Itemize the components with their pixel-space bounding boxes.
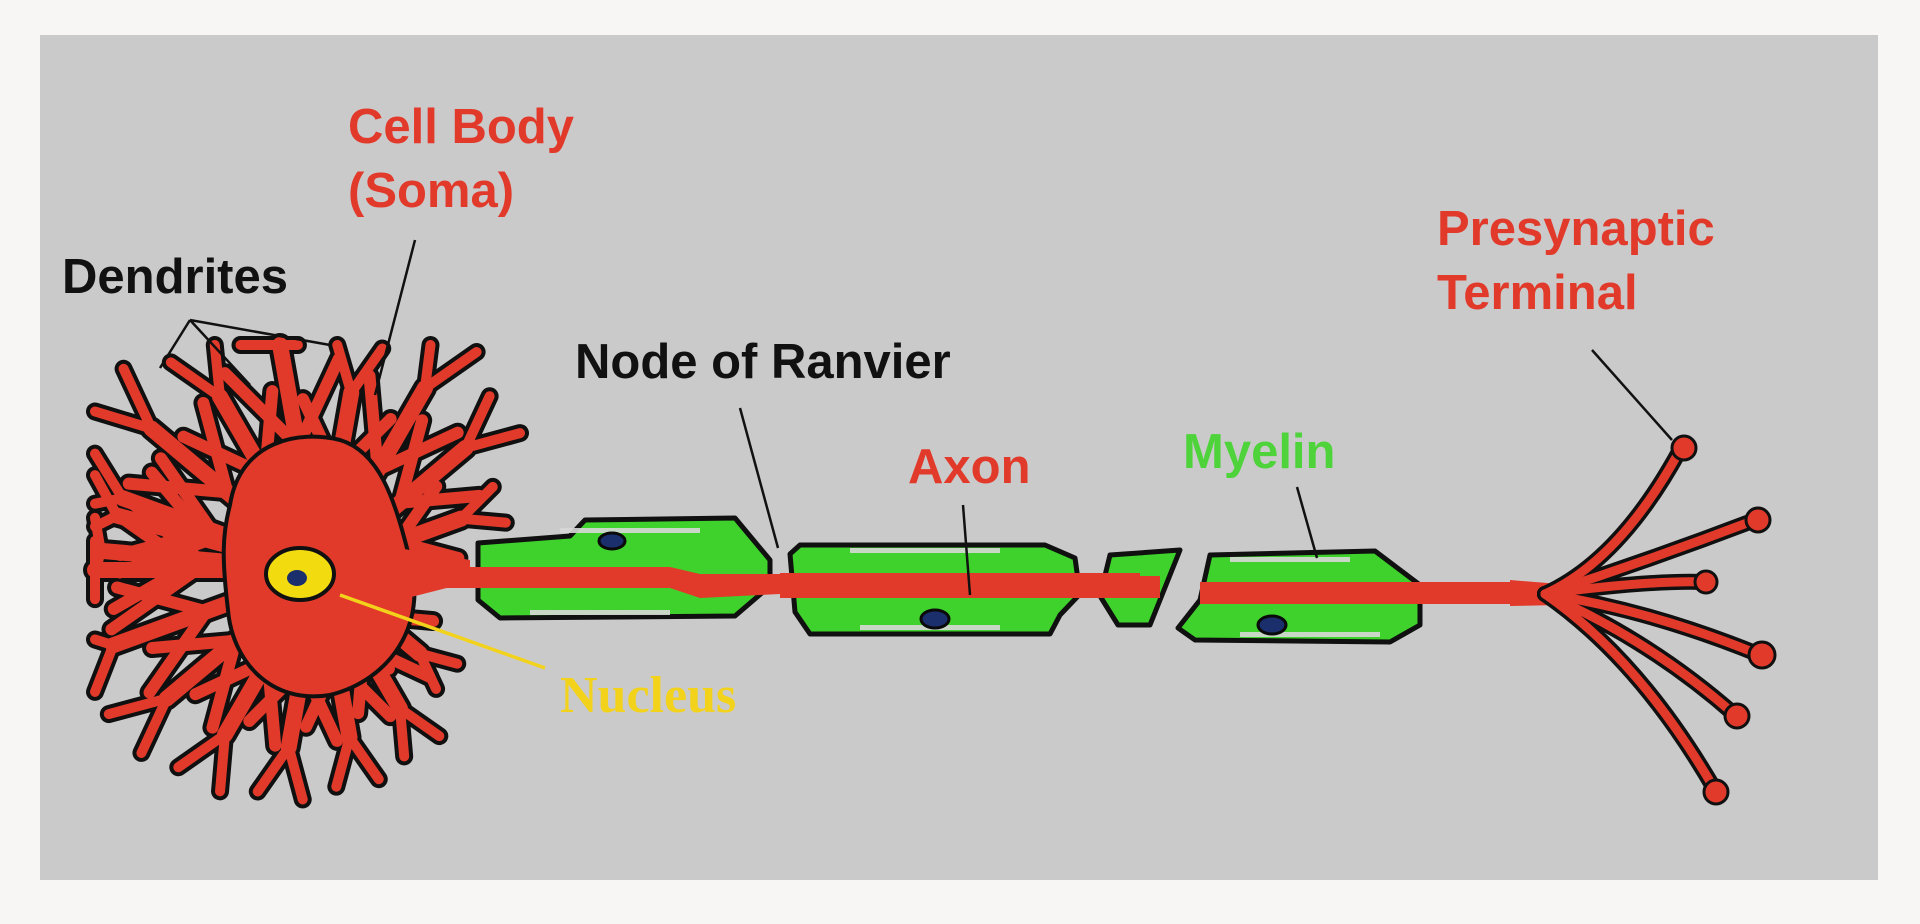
label-presynaptic-line2: Terminal — [1437, 269, 1715, 318]
dendrite-branch — [461, 519, 506, 523]
synaptic-bouton — [1746, 508, 1770, 532]
dendrite-branch — [152, 641, 236, 648]
synaptic-bouton — [1704, 780, 1728, 804]
label-dendrites: Dendrites — [62, 253, 288, 302]
label-presynaptic-line1: Presynaptic — [1437, 205, 1715, 254]
label-nucleus: Nucleus — [560, 670, 736, 722]
nucleolus — [287, 570, 307, 586]
dendrite-branch — [337, 345, 351, 393]
label-axon: Axon — [908, 443, 1031, 492]
label-node-of-ranvier: Node of Ranvier — [575, 338, 951, 387]
dendrite-branch — [289, 747, 303, 799]
leader-line-myelin — [1297, 487, 1317, 558]
dendrite-branch — [400, 709, 404, 757]
label-presynaptic-terminal: Presynaptic Terminal — [1437, 205, 1715, 318]
leader-line-cell-body — [375, 240, 415, 395]
label-myelin: Myelin — [1183, 428, 1335, 477]
synaptic-bouton — [1695, 571, 1717, 593]
leader-line-presynaptic — [1592, 350, 1672, 440]
synaptic-bouton — [1749, 642, 1775, 668]
label-cell-body-line2: (Soma) — [348, 167, 574, 216]
dendrite-branch — [400, 496, 479, 503]
label-cell-body-line1: Cell Body — [348, 103, 574, 152]
synaptic-bouton — [1725, 704, 1749, 728]
synaptic-bouton — [1672, 436, 1696, 460]
label-cell-body: Cell Body (Soma) — [348, 103, 574, 216]
axon-terminals — [1545, 450, 1760, 790]
dendrite-branch — [95, 639, 113, 645]
